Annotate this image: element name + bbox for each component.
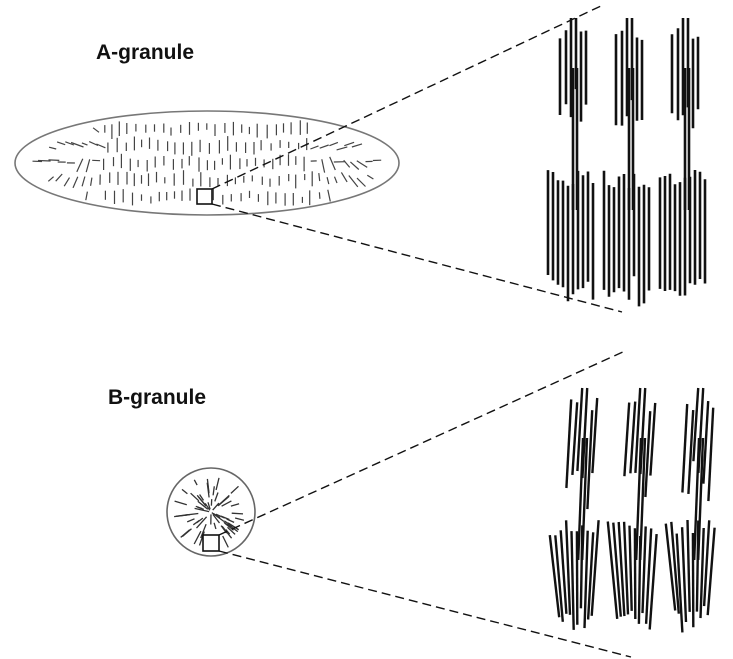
- stroke-line: [49, 160, 60, 161]
- stroke-line: [344, 160, 350, 167]
- stroke-line: [214, 523, 216, 529]
- a-granule-section: A-granule: [15, 5, 705, 312]
- stroke-line: [677, 534, 683, 633]
- stroke-line: [213, 486, 214, 495]
- stroke-line: [194, 531, 201, 544]
- stroke-line: [48, 177, 53, 182]
- stroke-line: [327, 177, 329, 184]
- stroke-line: [86, 192, 88, 201]
- a-granule-crystalline-cluster: [548, 18, 705, 306]
- stroke-line: [367, 175, 373, 179]
- stroke-line: [703, 401, 708, 484]
- stroke-line: [82, 177, 85, 187]
- stroke-line: [86, 159, 90, 172]
- stroke-line: [688, 410, 693, 494]
- stroke-line: [352, 144, 362, 147]
- stroke-line: [337, 147, 348, 150]
- a-granule-label: A-granule: [96, 41, 194, 64]
- stroke-line: [581, 525, 582, 608]
- stroke-line: [322, 159, 325, 172]
- stroke-line: [639, 536, 640, 624]
- stroke-line: [187, 519, 194, 522]
- stroke-line: [688, 520, 690, 612]
- stroke-line: [73, 177, 78, 188]
- stroke-line: [57, 142, 65, 145]
- stroke-line: [624, 522, 628, 615]
- stroke-line: [193, 520, 199, 524]
- stroke-line: [231, 504, 239, 506]
- stroke-line: [82, 143, 88, 145]
- stroke-line: [682, 527, 686, 622]
- stroke-line: [213, 503, 219, 510]
- b-granule-section: B-granule: [108, 351, 715, 657]
- stroke-line: [330, 157, 336, 170]
- stroke-line: [572, 402, 577, 475]
- stroke-line: [216, 478, 219, 490]
- stroke-line: [91, 178, 92, 186]
- stroke-line: [231, 486, 239, 493]
- stroke-line: [64, 178, 69, 187]
- stroke-line: [319, 173, 320, 181]
- stroke-line: [235, 518, 244, 520]
- stroke-line: [310, 146, 318, 149]
- stroke-line: [223, 536, 229, 547]
- stroke-line: [708, 408, 713, 501]
- stroke-line: [344, 142, 354, 145]
- stroke-line: [320, 145, 329, 148]
- stroke-line: [335, 177, 338, 183]
- stroke-line: [608, 522, 617, 619]
- stroke-line: [572, 531, 574, 630]
- stroke-line: [191, 493, 199, 501]
- stroke-line: [350, 162, 358, 170]
- stroke-line: [566, 399, 571, 488]
- stroke-line: [643, 526, 646, 613]
- stroke-line: [182, 489, 187, 493]
- stroke-line: [77, 159, 83, 172]
- stroke-line: [227, 519, 235, 522]
- stroke-line: [349, 176, 358, 187]
- stroke-line: [181, 530, 190, 538]
- stroke-line: [645, 411, 650, 497]
- stroke-line: [319, 192, 320, 199]
- b-granule-zoom-box: [203, 535, 219, 551]
- stroke-line: [624, 403, 629, 477]
- stroke-line: [175, 501, 187, 505]
- stroke-line: [592, 398, 597, 473]
- stroke-line: [585, 531, 588, 628]
- stroke-line: [56, 174, 63, 181]
- stroke-line: [697, 521, 698, 612]
- stroke-line: [38, 161, 51, 162]
- b-granule-label: B-granule: [108, 386, 206, 409]
- stroke-line: [218, 495, 230, 506]
- b-granule-crystalline-cluster: [550, 388, 715, 632]
- stroke-line: [341, 172, 347, 182]
- stroke-line: [587, 410, 592, 509]
- stroke-line: [215, 493, 218, 502]
- a-granule-zoom-box: [197, 189, 212, 204]
- stroke-line: [49, 147, 56, 149]
- stroke-line: [329, 142, 338, 145]
- stroke-line: [357, 178, 366, 186]
- stroke-line: [194, 480, 197, 485]
- stroke-line: [93, 128, 99, 133]
- stroke-line: [232, 513, 243, 514]
- stroke-line: [682, 404, 687, 493]
- stroke-line: [328, 190, 331, 202]
- stroke-line: [630, 526, 632, 611]
- stroke-line: [630, 402, 635, 474]
